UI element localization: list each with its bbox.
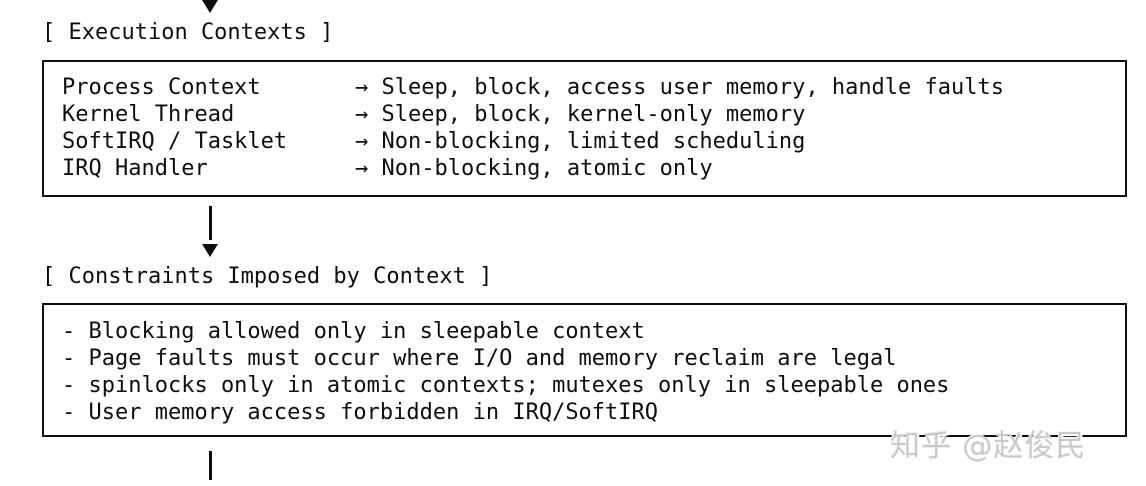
context-capabilities: → Non-blocking, limited scheduling bbox=[355, 129, 806, 154]
context-row-irq-handler: IRQ Handler → Non-blocking, atomic only bbox=[62, 155, 1125, 182]
down-arrow-icon bbox=[202, 244, 218, 257]
context-name: Process Context bbox=[62, 75, 261, 100]
constraint-item: - Page faults must occur where I/O and m… bbox=[62, 346, 897, 371]
watermark: 知乎 @赵俊民 bbox=[890, 429, 1087, 464]
context-name: IRQ Handler bbox=[62, 156, 208, 181]
context-name: Kernel Thread bbox=[62, 102, 235, 127]
down-arrow-icon bbox=[202, 0, 218, 13]
connector-line bbox=[209, 206, 212, 240]
context-row-softirq: SoftIRQ / Tasklet → Non-blocking, limited… bbox=[62, 128, 1125, 155]
context-capabilities: → Sleep, block, kernel-only memory bbox=[355, 102, 806, 127]
context-capabilities: → Sleep, block, access user memory, hand… bbox=[355, 75, 1005, 100]
constraints-title: [ Constraints Imposed by Context ] bbox=[42, 264, 493, 289]
constraint-item: - User memory access forbidden in IRQ/So… bbox=[62, 400, 659, 425]
constraint-item: - Blocking allowed only in sleepable con… bbox=[62, 319, 645, 344]
connector-line bbox=[209, 451, 212, 480]
context-name: SoftIRQ / Tasklet bbox=[62, 129, 288, 154]
context-row-kernel-thread: Kernel Thread → Sleep, block, kernel-only… bbox=[62, 101, 1125, 128]
context-row-process: Process Context → Sleep, block, access us… bbox=[62, 74, 1125, 101]
context-capabilities: → Non-blocking, atomic only bbox=[355, 156, 713, 181]
execution-contexts-title: [ Execution Contexts ] bbox=[42, 20, 334, 45]
constraint-item: - spinlocks only in atomic contexts; mut… bbox=[62, 373, 950, 398]
constraints-box: - Blocking allowed only in sleepable con… bbox=[42, 303, 1127, 437]
execution-contexts-box: Process Context → Sleep, block, access us… bbox=[42, 60, 1127, 197]
